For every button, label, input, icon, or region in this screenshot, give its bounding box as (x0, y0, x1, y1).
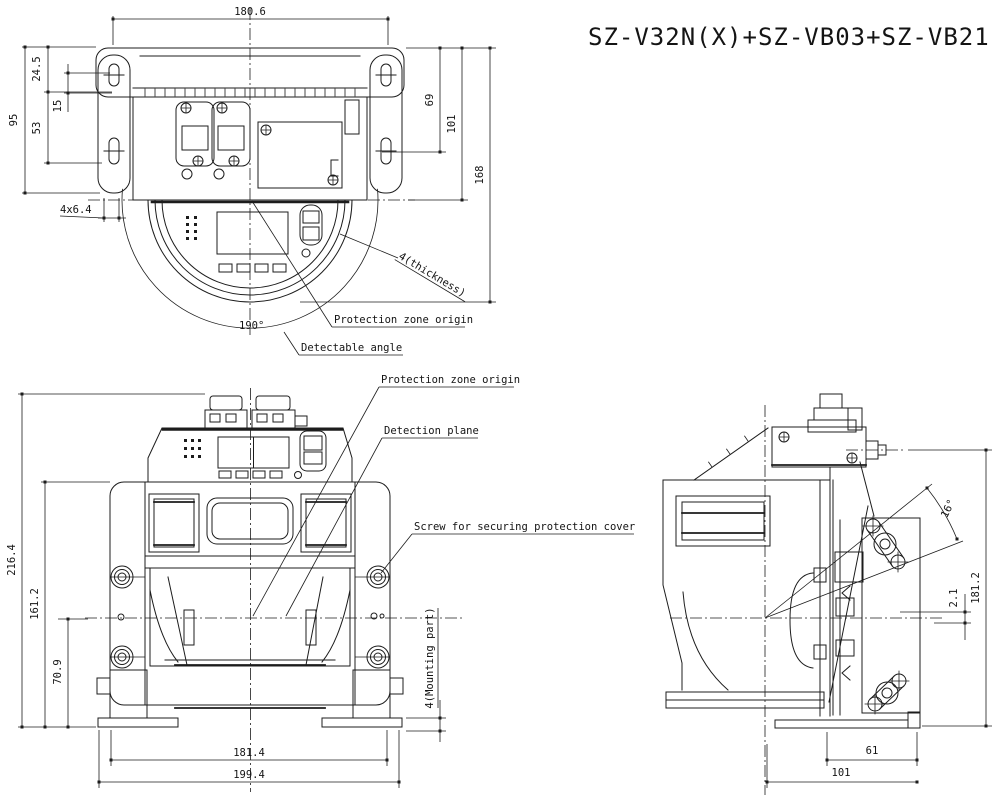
dim-depth-upper: 69 (424, 94, 436, 107)
top-view-scan-head (147, 199, 353, 303)
front-view-head (147, 427, 353, 483)
dim-height-total: 216.4 (6, 544, 18, 576)
label-detection-plane: Detection plane (384, 425, 479, 437)
top-view-dimensions: 180.6 95 24.5 53 15 4x6.4 69 101 168 190… (8, 6, 496, 332)
dim-slot-offset-top: 24.5 (31, 56, 43, 81)
front-view-body (96, 481, 404, 728)
dim-height-center: 70.9 (52, 659, 64, 684)
dim-depth-center: 101 (446, 115, 458, 134)
detectable-angle-arc (121, 188, 379, 329)
dim-side-depth-total: 101 (832, 767, 851, 779)
dim-width-total: 199.4 (233, 769, 265, 781)
display-window (216, 211, 289, 255)
dim-bracket-height: 95 (8, 114, 20, 127)
dim-depth-rear: 61 (866, 745, 879, 757)
label-thickness: 4(thickness) (396, 250, 467, 299)
label-cover-screw: Screw for securing protection cover (414, 521, 635, 533)
side-view: 16° 2.1 181.2 61 101 (662, 393, 992, 795)
side-view-body (662, 427, 831, 717)
label-top-origin: Protection zone origin (334, 314, 473, 326)
side-view-top-assembly (771, 393, 887, 468)
front-view-dimensions: 216.4 161.2 70.9 181.4 199.4 4(Mounting … (6, 392, 446, 788)
label-detectable-angle: Detectable angle (301, 342, 402, 354)
label-mounting-part: 4(Mounting part) (424, 607, 436, 708)
dim-slot-size: 4x6.4 (60, 204, 92, 216)
dim-detectable-angle: 190° (239, 320, 264, 332)
indicator-leds (184, 439, 201, 458)
front-view-centerlines (85, 388, 462, 792)
label-front-origin: Protection zone origin (381, 374, 520, 386)
dim-height-body: 161.2 (29, 588, 41, 620)
side-view-rear-bracket (774, 461, 921, 729)
bracket-adjust-screws (862, 515, 910, 715)
dim-top-width: 180.6 (234, 6, 266, 18)
dim-slot-offset-bottom: 53 (31, 122, 43, 135)
front-view: 216.4 161.2 70.9 181.4 199.4 4(Mounting … (6, 374, 635, 792)
dim-depth-total: 168 (474, 166, 486, 185)
dim-slot-length: 15 (52, 100, 64, 113)
side-view-dimensions: 16° 2.1 181.2 61 101 (764, 448, 992, 788)
top-view-centerlines (88, 8, 415, 335)
mounting-feet (96, 669, 404, 728)
dim-width-inner: 181.4 (233, 747, 265, 759)
dim-plane-offset: 2.1 (948, 589, 960, 608)
indicator-leds (186, 216, 197, 240)
dim-side-height: 181.2 (970, 572, 982, 604)
side-view-centerlines (670, 405, 942, 795)
top-view-body (132, 96, 368, 201)
top-view: 180.6 95 24.5 53 15 4x6.4 69 101 168 190… (8, 6, 496, 356)
top-view-bracket (95, 47, 405, 194)
top-view-callouts: Protection zone origin Detectable angle … (251, 200, 473, 356)
front-view-connectors (204, 395, 308, 429)
front-view-callouts: Protection zone origin Detection plane S… (252, 374, 635, 617)
dim-tilt-angle: 16° (939, 498, 958, 520)
cover-screws (110, 565, 390, 669)
drawing-title: SZ-V32N(X)+SZ-VB03+SZ-VB21 (588, 23, 990, 51)
